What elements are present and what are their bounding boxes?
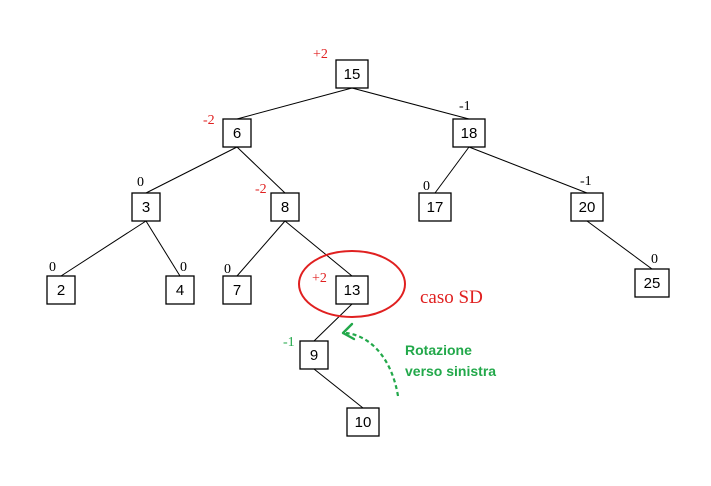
- node-value: 13: [344, 282, 361, 299]
- node-box: [270, 192, 300, 222]
- edge-3-4: [145, 220, 181, 277]
- tree-node-25: 25 0: [634, 252, 670, 298]
- node-box: [634, 268, 670, 298]
- node-box: [418, 192, 452, 222]
- tree-node-7: 70: [222, 262, 252, 305]
- edge-18-20: [468, 146, 588, 194]
- node-box: [335, 275, 369, 305]
- balance-factor: -1: [580, 174, 592, 189]
- edge-15-6: [236, 87, 353, 120]
- node-box: [131, 192, 161, 222]
- node-value: 9: [310, 347, 318, 364]
- node-value: 25: [644, 275, 661, 292]
- node-value: 4: [176, 282, 184, 299]
- case-label: caso SD: [420, 287, 483, 308]
- edge-6-8: [236, 146, 286, 194]
- node-box: [452, 118, 486, 148]
- edge-3-2: [60, 220, 147, 277]
- rotation-label-line1: Rotazione: [405, 342, 472, 358]
- balance-factor: 0: [224, 262, 231, 277]
- node-value: 10: [355, 414, 372, 431]
- edge-13-9: [313, 303, 353, 342]
- node-box: [570, 192, 604, 222]
- node-box: [222, 118, 252, 148]
- tree-node-17: 170: [418, 179, 452, 222]
- rotation-label-line2: verso sinistra: [405, 363, 496, 379]
- tree-node-8: 8 -2: [255, 182, 300, 222]
- node-value: 20: [579, 199, 596, 216]
- tree-node-4: 40: [165, 260, 195, 305]
- edge-6-3: [145, 146, 238, 194]
- balance-factor: +2: [312, 271, 327, 286]
- node-value: 3: [142, 199, 150, 216]
- tree-node-20: 20 -1: [570, 174, 604, 222]
- node-box: [346, 407, 380, 437]
- balance-factor: -2: [255, 182, 267, 197]
- rotation-arrowhead-icon: [341, 322, 356, 341]
- node-box: [165, 275, 195, 305]
- edge-8-7: [236, 220, 286, 277]
- tree-node-3: 30: [131, 175, 161, 222]
- node-value: 2: [57, 282, 65, 299]
- tree-node-2: 20: [46, 260, 76, 305]
- tree-node-13: 13 +2: [312, 271, 369, 305]
- balance-factor: 0: [423, 179, 430, 194]
- balance-factor: -1: [283, 335, 295, 350]
- balance-factor: 0: [137, 175, 144, 190]
- edges-layer: [60, 87, 653, 409]
- tree-node-10: 10: [346, 407, 380, 437]
- balance-factor: -2: [203, 113, 215, 128]
- node-value: 18: [461, 125, 478, 142]
- edge-15-18: [351, 87, 470, 120]
- unbalanced-node-highlight: [298, 250, 406, 318]
- balance-factor: 0: [651, 252, 658, 267]
- node-value: 7: [233, 282, 241, 299]
- tree-node-9: 9 -1: [283, 335, 329, 370]
- node-box: [335, 59, 369, 89]
- balance-factor: 0: [49, 260, 56, 275]
- node-box: [299, 340, 329, 370]
- node-value: 6: [233, 125, 241, 142]
- balance-factor: +2: [313, 47, 328, 62]
- node-value: 15: [344, 66, 361, 83]
- balance-factor: 0: [180, 260, 187, 275]
- tree-node-18: 18 -1: [452, 99, 486, 148]
- tree-node-15: 15 +2: [313, 47, 369, 89]
- edge-18-17: [434, 146, 470, 194]
- node-value: 17: [427, 199, 444, 216]
- edge-9-10: [313, 368, 364, 409]
- node-value: 8: [281, 199, 289, 216]
- edge-20-25: [586, 220, 653, 270]
- node-box: [46, 275, 76, 305]
- rotation-arrow: [345, 331, 400, 397]
- balance-factor: -1: [459, 99, 471, 114]
- edge-8-13: [284, 220, 353, 277]
- node-box: [222, 275, 252, 305]
- tree-node-6: 6 -2: [203, 113, 252, 148]
